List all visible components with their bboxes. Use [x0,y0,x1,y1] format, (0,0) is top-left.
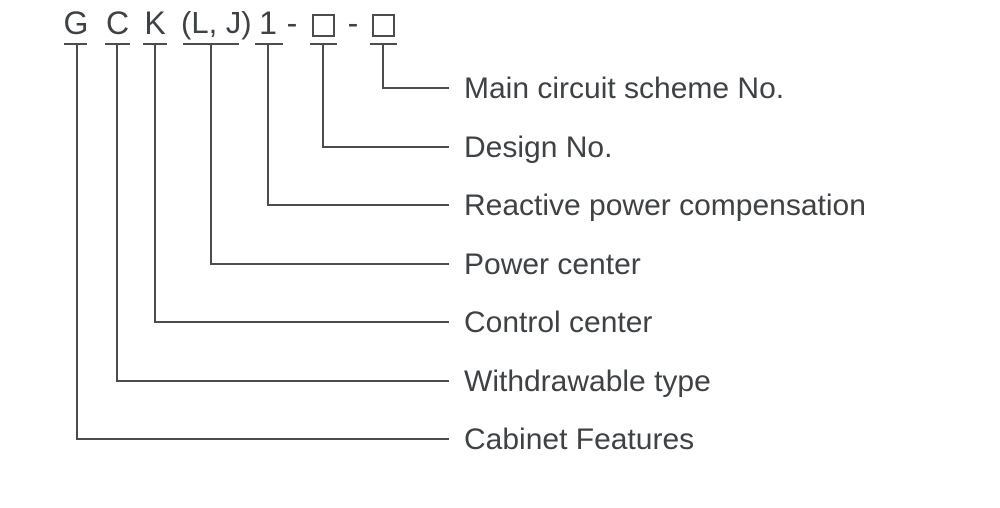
underline-box-1 [310,43,337,45]
connector-horizontal-withdrawable-type [116,380,449,382]
label-main-circuit-scheme-no: Main circuit scheme No. [464,72,785,105]
label-withdrawable-type: Withdrawable type [464,365,711,398]
code-char-c: C [105,5,130,41]
connector-vertical-power-center [210,45,212,265]
connector-vertical-cabinet-features [76,45,78,440]
code-char-g: G [63,5,89,41]
connector-horizontal-reactive-power [267,204,449,206]
connector-vertical-design-no [322,45,324,148]
code-dash-2: - [347,5,359,41]
label-control-center: Control center [464,306,653,339]
code-char-lj: (L, J) [181,5,252,40]
connector-vertical-withdrawable-type [116,45,118,382]
connector-vertical-main-circuit [382,45,384,89]
label-design-no: Design No. [464,131,613,164]
underline-k [143,43,167,45]
code-dash-1: - [286,5,298,41]
code-char-k: K [144,5,166,41]
connector-horizontal-control-center [154,321,449,323]
underline-box-2 [370,43,397,45]
label-power-center: Power center [464,248,641,281]
connector-vertical-reactive-power [267,45,269,206]
underline-g [64,43,87,45]
underline-c [105,43,130,45]
design-no-placeholder-box [312,14,335,37]
label-cabinet-features: Cabinet Features [464,423,695,456]
connector-horizontal-main-circuit [382,87,449,89]
underline-1 [255,43,283,45]
label-reactive-power-compensation: Reactive power compensation [464,189,866,222]
connector-horizontal-design-no [322,146,449,148]
connector-horizontal-cabinet-features [76,438,449,440]
code-char-1: 1 [259,5,277,41]
main-circuit-scheme-placeholder-box [372,14,395,37]
connector-vertical-control-center [154,45,156,323]
connector-horizontal-power-center [210,263,449,265]
underline-lj [183,43,239,45]
